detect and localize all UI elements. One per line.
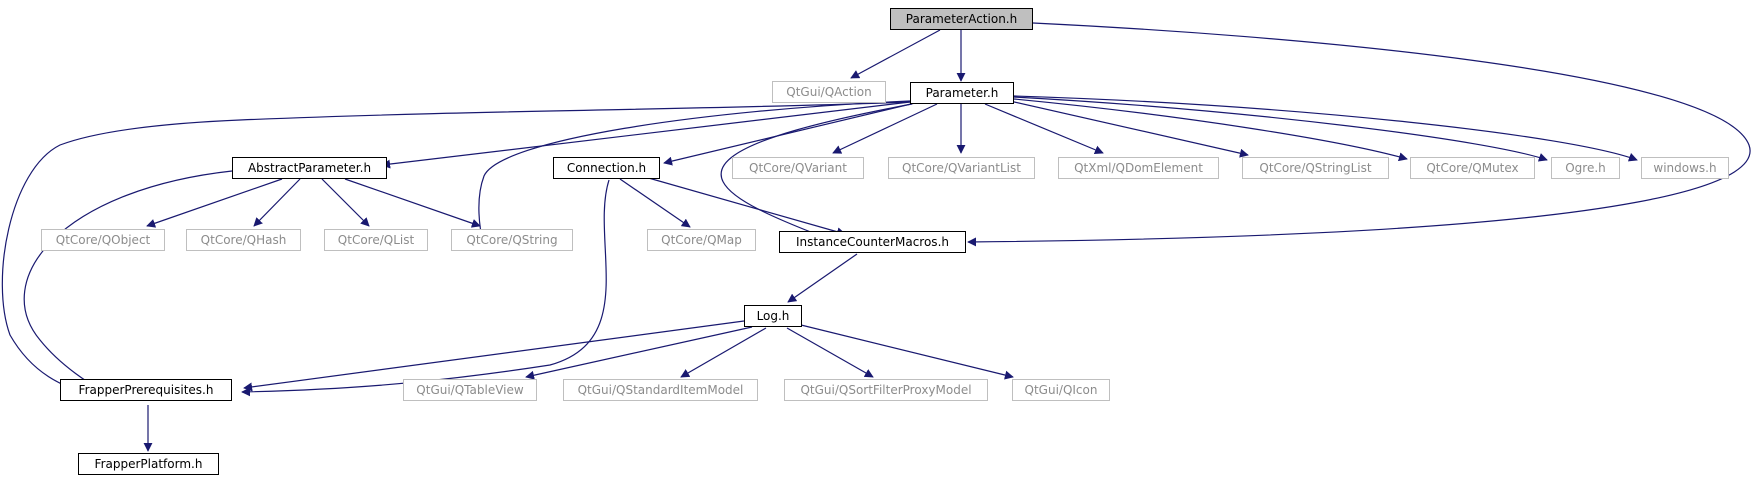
- node-qtgui-qstandarditemmodel[interactable]: QtGui/QStandardItemModel: [563, 379, 758, 401]
- node-log-h[interactable]: Log.h: [744, 305, 802, 327]
- node-qtgui-qicon[interactable]: QtGui/QIcon: [1012, 379, 1110, 401]
- node-parameter-h[interactable]: Parameter.h: [910, 82, 1014, 104]
- edge-connection-frapperprereq: [241, 179, 610, 397]
- node-qtcore-qhash[interactable]: QtCore/QHash: [186, 229, 301, 251]
- node-qtgui-qaction[interactable]: QtGui/QAction: [772, 81, 886, 103]
- edge-log-qstditemmodel: [680, 327, 767, 378]
- node-qtgui-qsortfilterproxymodel[interactable]: QtGui/QSortFilterProxyModel: [784, 379, 988, 401]
- edge-parameter-instcounter: [720, 103, 913, 241]
- node-qtcore-qstringlist[interactable]: QtCore/QStringList: [1242, 157, 1389, 179]
- edge-log-frapperprereq: [243, 320, 745, 392]
- edge-parameter-qstring: [476, 100, 911, 243]
- edge-abstractparam-frapperprereq: [23, 170, 233, 397]
- edge-parameter-qdomelement: [984, 103, 1104, 155]
- edge-parameter-ogre: [1013, 96, 1548, 162]
- edge-connection-qmap: [619, 178, 691, 228]
- node-windows-h[interactable]: windows.h: [1641, 157, 1729, 179]
- edge-abstractparam-qobject: [146, 178, 283, 228]
- edge-abstractparam-qlist: [321, 178, 370, 227]
- edge-instcounter-log: [787, 253, 858, 303]
- node-qtcore-qmutex[interactable]: QtCore/QMutex: [1410, 157, 1535, 179]
- node-frapperplatform-h[interactable]: FrapperPlatform.h: [78, 453, 219, 475]
- edge-log-qtableview: [525, 326, 753, 380]
- node-qtcore-qvariantlist[interactable]: QtCore/QVariantList: [888, 157, 1035, 179]
- edge-paramaction-qaction: [850, 29, 941, 79]
- edge-parameter-qvariant: [832, 103, 938, 154]
- node-parameteraction-h[interactable]: ParameterAction.h: [890, 8, 1033, 30]
- edge-abstractparam-qstring: [344, 178, 481, 228]
- node-connection-h[interactable]: Connection.h: [553, 157, 660, 179]
- edge-parameter-abstractparam: [381, 101, 911, 169]
- node-qtcore-qobject[interactable]: QtCore/QObject: [41, 229, 165, 251]
- node-qtgui-qtableview[interactable]: QtGui/QTableView: [403, 379, 537, 401]
- node-frapperprerequisites-h[interactable]: FrapperPrerequisites.h: [60, 379, 232, 401]
- node-instancecountermacros-h[interactable]: InstanceCounterMacros.h: [779, 231, 966, 253]
- edge-parameter-qmutex: [1013, 98, 1408, 162]
- node-qtcore-qstring[interactable]: QtCore/QString: [451, 229, 573, 251]
- node-qtcore-qvariant[interactable]: QtCore/QVariant: [732, 157, 864, 179]
- edge-parameter-connection: [663, 102, 916, 166]
- node-abstractparameter-h[interactable]: AbstractParameter.h: [232, 157, 387, 179]
- node-qtxml-qdomelement[interactable]: QtXml/QDomElement: [1058, 157, 1219, 179]
- edge-log-qsortfilter: [786, 327, 874, 378]
- edge-paramaction-instcounter: [967, 22, 1751, 247]
- edge-abstractparam-qhash: [253, 178, 301, 227]
- edge-parameter-windows: [1013, 95, 1638, 162]
- node-qtcore-qlist[interactable]: QtCore/QList: [324, 229, 428, 251]
- edge-parameter-qstringlist: [1009, 100, 1249, 158]
- edge-parameter-frapperprereq: [1, 101, 911, 402]
- edge-connection-instcounter: [644, 176, 846, 237]
- node-ogre-h[interactable]: Ogre.h: [1551, 157, 1620, 179]
- edge-log-qicon: [800, 324, 1014, 380]
- node-qtcore-qmap[interactable]: QtCore/QMap: [647, 229, 756, 251]
